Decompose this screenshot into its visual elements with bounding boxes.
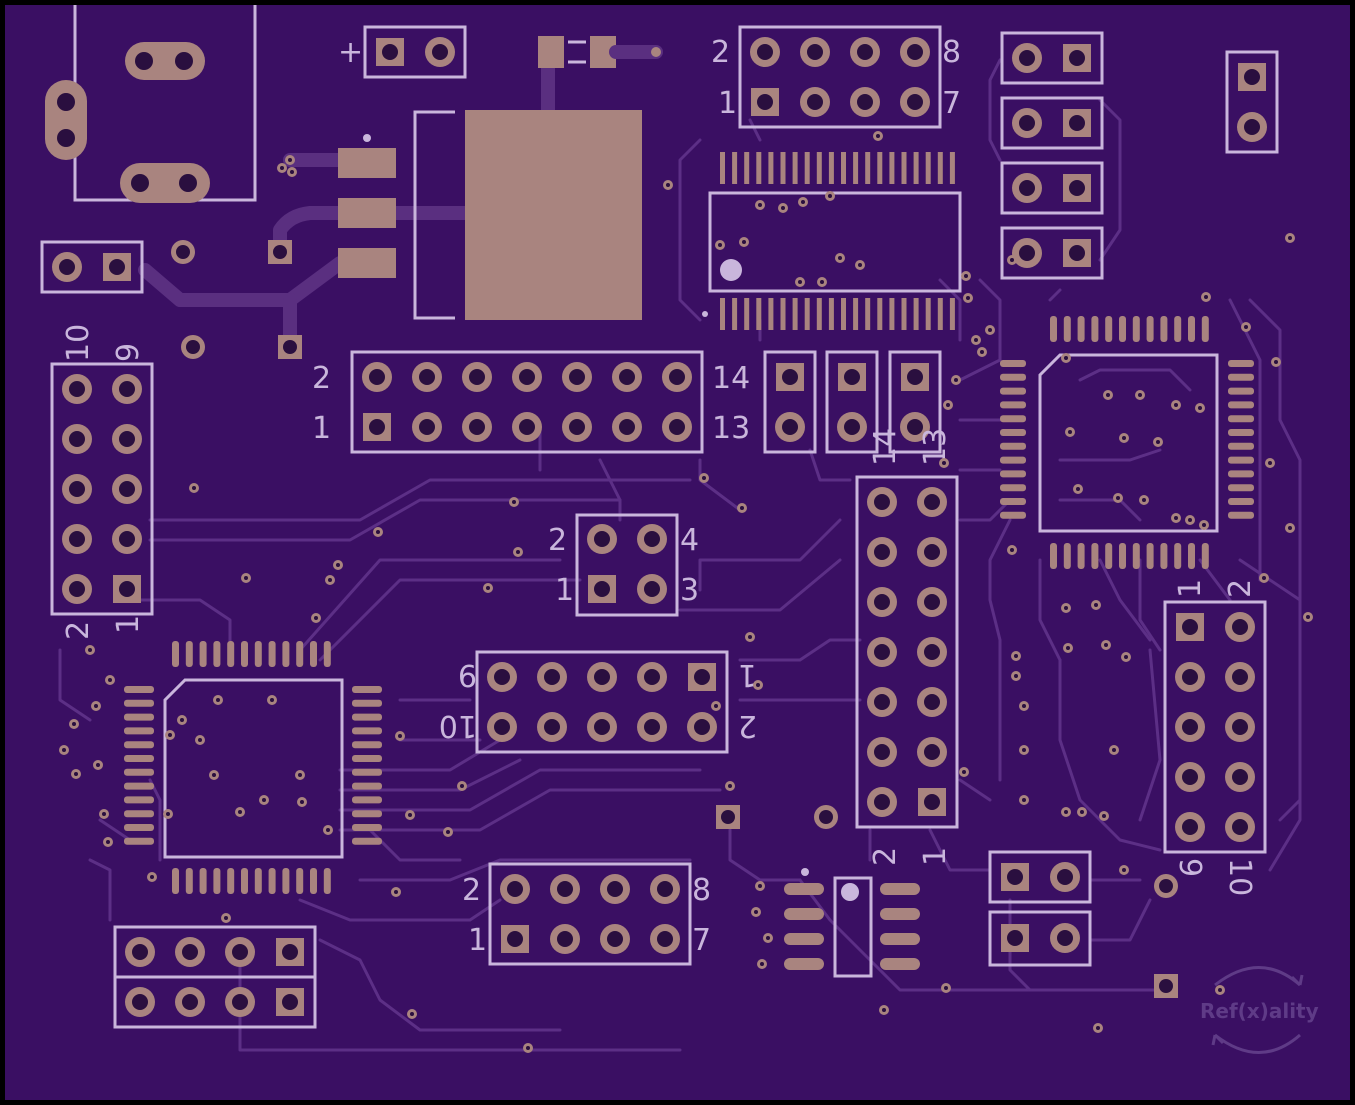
- qfp-chip-left: [124, 641, 382, 894]
- pin-label: 1: [918, 847, 953, 866]
- hdr4-label-3: 3: [680, 573, 699, 608]
- pin-label: 9: [1172, 858, 1207, 877]
- pin-label: 2: [61, 621, 96, 640]
- hdr4-label-4: 4: [680, 523, 699, 558]
- vias: [59, 131, 1313, 1053]
- tssop-chip: [702, 152, 962, 330]
- pin-label: 1: [312, 411, 331, 446]
- hdr8-top-label-8: 8: [942, 35, 961, 70]
- header-2pin-far-right: [1225, 50, 1279, 154]
- pin-label: 14: [712, 361, 750, 396]
- hdr8-top-label-2: 2: [711, 35, 730, 70]
- pin-label: 10: [1222, 858, 1257, 896]
- pin-label: 2: [312, 361, 331, 396]
- plus-label: +: [338, 35, 363, 70]
- pin-label: 13: [712, 411, 750, 446]
- pin-label: 7: [692, 923, 711, 958]
- thru-pads-misc: [171, 240, 1178, 998]
- hdr4-label-2: 2: [548, 523, 567, 558]
- soic8-chip: [784, 868, 920, 978]
- hdr8-top-label-7: 7: [942, 86, 961, 121]
- pin-label: 1: [1173, 579, 1208, 598]
- header-2x7-main: 2 1 14 13: [312, 350, 750, 454]
- pin-label: 1: [468, 923, 487, 958]
- header-2x4-bottom: 2 1 8 7: [462, 862, 711, 966]
- qfp-chip-right: [1000, 316, 1254, 569]
- header-2x2-center: 2 4 1 3: [548, 513, 699, 617]
- header-2pin-trio: [763, 350, 942, 454]
- voltage-regulator: [338, 110, 642, 320]
- jumper-column-right: [1000, 31, 1104, 280]
- pin-label: 2: [868, 847, 903, 866]
- pin-label: 2: [1223, 579, 1258, 598]
- pin-label: 9: [458, 657, 477, 692]
- pin-label: 2: [738, 708, 757, 743]
- pin-label: 1: [111, 615, 146, 634]
- hdr8-top-label-1: 1: [718, 86, 737, 121]
- logo-text: Ref(x)ality: [1200, 999, 1319, 1023]
- pin-label: 8: [692, 873, 711, 908]
- header-2x4-top: 2 1 8 7: [711, 25, 961, 129]
- pin-label: 14: [868, 428, 903, 466]
- header-2x5-middle: 9 10 1 2: [439, 650, 757, 754]
- traces: [58, 53, 1302, 1052]
- barrel-jack: [45, 5, 257, 203]
- header-2pin-bottom-right: [988, 850, 1092, 967]
- pin-label: 9: [111, 343, 146, 362]
- logo: Ref(x)ality: [1200, 966, 1319, 1054]
- header-2pin-left: [40, 240, 144, 294]
- pin-label: 10: [61, 324, 96, 362]
- pin-label: 10: [439, 708, 477, 743]
- hdr4-label-1: 1: [555, 573, 574, 608]
- power-header-2pin: +: [338, 25, 467, 79]
- header-1x4-bottom-left: [113, 925, 317, 1029]
- pin-label: 1: [738, 657, 757, 692]
- pin-label: 2: [462, 873, 481, 908]
- smd-diode: [538, 36, 663, 68]
